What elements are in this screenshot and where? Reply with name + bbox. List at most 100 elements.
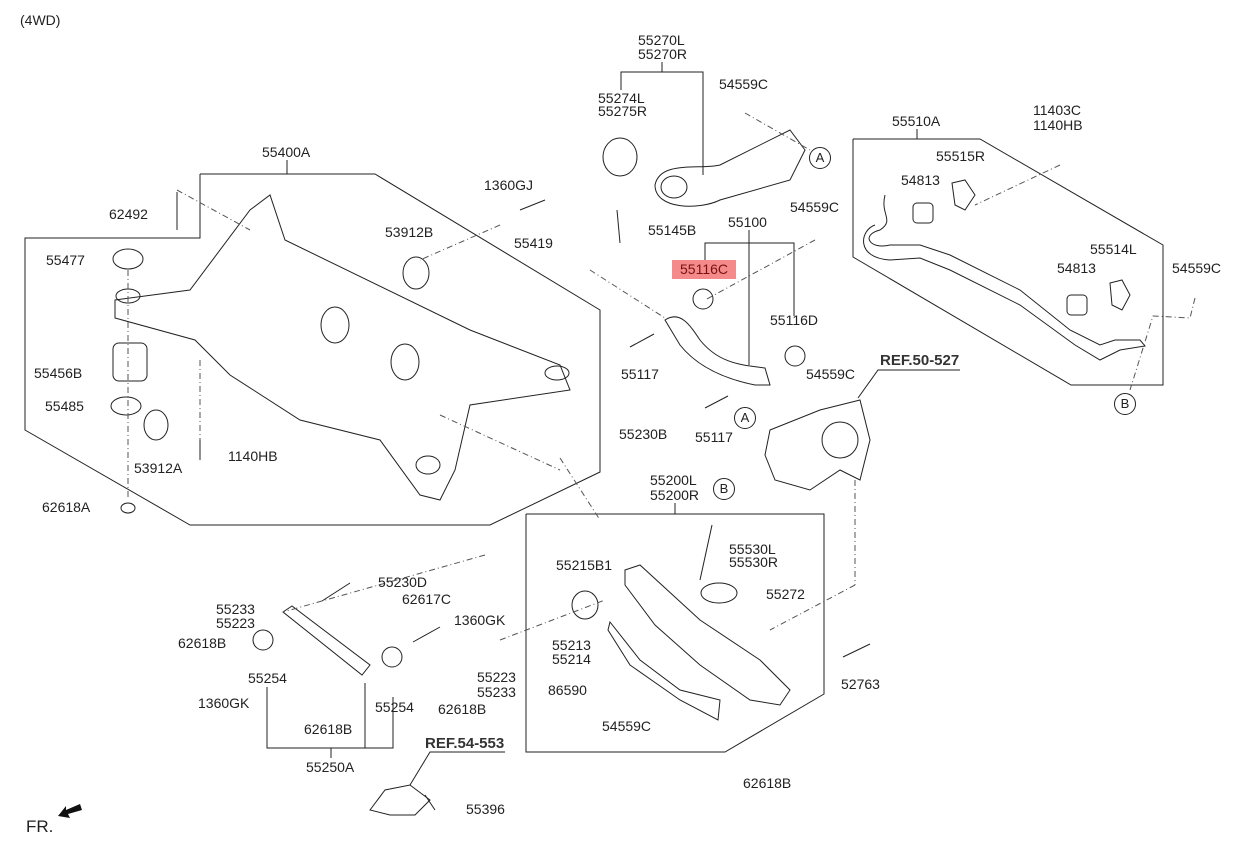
part-label[interactable]: 55230D <box>378 574 428 590</box>
part-label[interactable]: 54813 <box>1057 260 1096 276</box>
group-label-trailing-arm-r[interactable]: 55270R <box>638 46 688 62</box>
part-label[interactable]: 54559C <box>806 366 856 382</box>
connector-marker-a: A <box>734 407 756 429</box>
bushing-55274L <box>603 138 637 176</box>
guide-line <box>770 585 855 630</box>
part-label[interactable]: 55515R <box>936 148 986 164</box>
part-label[interactable]: 55145B <box>648 222 697 238</box>
group-label-lower-arm-l[interactable]: 55200L <box>650 472 697 488</box>
bushing-55254 <box>382 647 402 667</box>
group-label-trailing-arm-l[interactable]: 55270L <box>638 32 685 48</box>
part-label[interactable]: 55274L <box>598 90 645 106</box>
upper-arm-shape <box>665 317 770 385</box>
part-label[interactable]: 55117 <box>621 366 659 382</box>
part-label[interactable]: 55419 <box>514 235 553 251</box>
part-label[interactable]: 54559C <box>1172 260 1222 276</box>
crossmember-hole <box>391 344 419 380</box>
part-label[interactable]: 55116D <box>770 312 819 328</box>
part-label[interactable]: 62618A <box>42 499 91 515</box>
front-direction-label: FR. <box>26 817 54 836</box>
part-label[interactable]: 55230B <box>619 426 668 442</box>
front-direction-arrow-icon <box>58 804 82 818</box>
group-label-upper-arm[interactable]: 55100 <box>728 214 767 230</box>
ref-50-527-pointer <box>858 370 960 398</box>
part-label[interactable]: 55117 <box>695 429 733 445</box>
part-label[interactable]: 55485 <box>45 398 84 414</box>
part-label[interactable]: 62492 <box>109 206 148 222</box>
part-label[interactable]: 1140HB <box>1033 117 1083 133</box>
trailing-arm-eye <box>661 176 687 198</box>
part-label[interactable]: 55213 <box>552 637 591 653</box>
part-label[interactable]: 55215B1 <box>556 557 613 573</box>
connector-marker-b: B <box>1114 393 1136 415</box>
bushing-55116C <box>693 289 713 309</box>
ref-54-553-pointer <box>410 752 505 785</box>
part-label-highlighted[interactable]: 55116C <box>672 260 737 279</box>
shield-55213 <box>608 622 720 720</box>
stabilizer-link-55530 <box>700 525 712 580</box>
part-label[interactable]: 62617C <box>402 591 452 607</box>
part-label[interactable]: 55254 <box>375 699 414 715</box>
ref-label[interactable]: REF.54-553 <box>425 735 505 752</box>
part-label[interactable]: 11403C <box>1033 102 1082 118</box>
clamp-55515R <box>952 180 975 210</box>
group-label-lower-arm-r[interactable]: 55200R <box>650 487 700 503</box>
washer-55485 <box>111 397 141 415</box>
connector-marker-b: B <box>713 478 735 500</box>
part-label[interactable]: 55477 <box>46 252 85 268</box>
bushing-55456B <box>113 343 147 381</box>
part-label[interactable]: 55223 <box>216 615 255 631</box>
part-label[interactable]: 62618B <box>178 635 227 651</box>
part-label[interactable]: 1360GK <box>198 695 250 711</box>
guide-line <box>560 458 600 520</box>
mount-shape <box>370 785 430 815</box>
bushing-54813 <box>1067 295 1087 315</box>
part-label[interactable]: 53912B <box>385 224 434 240</box>
bushing-55215B1 <box>572 591 598 619</box>
part-label[interactable]: 55254 <box>248 670 287 686</box>
bushing-54813 <box>913 203 933 223</box>
part-label[interactable]: 53912A <box>134 460 183 476</box>
spring-seat-55272 <box>701 583 737 603</box>
ref-label[interactable]: REF.50-527 <box>880 352 960 369</box>
part-label[interactable]: 55275R <box>598 103 648 119</box>
group-label-stabilizer[interactable]: 55510A <box>892 113 941 129</box>
part-label[interactable]: 55530L <box>729 541 776 557</box>
part-label[interactable]: 55233 <box>216 601 255 617</box>
group-label-crossmember[interactable]: 55400A <box>262 144 311 160</box>
part-label[interactable]: 86590 <box>548 682 587 698</box>
part-label[interactable]: 54559C <box>790 199 840 215</box>
part-label[interactable]: 55396 <box>466 801 505 817</box>
part-label[interactable]: 55214 <box>552 651 591 667</box>
bushing-55254 <box>253 630 273 650</box>
part-label[interactable]: 52763 <box>841 676 880 692</box>
part-label[interactable]: 55530R <box>729 554 779 570</box>
part-label[interactable]: 1360GJ <box>484 177 534 193</box>
part-label[interactable]: 54813 <box>901 172 940 188</box>
bolt-55419 <box>520 200 545 210</box>
part-label[interactable]: 54559C <box>719 76 769 92</box>
part-label[interactable]: 55223 <box>477 669 516 685</box>
assist-arm-bracket <box>267 687 393 748</box>
cap-55477 <box>113 249 143 269</box>
part-label[interactable]: 1360GK <box>454 612 506 628</box>
crossmember-mount <box>545 366 569 380</box>
bolt-55230D <box>322 583 350 601</box>
part-label[interactable]: 54559C <box>602 718 652 734</box>
part-label[interactable]: 62618B <box>304 721 353 737</box>
part-label[interactable]: 55514L <box>1090 241 1137 257</box>
part-label[interactable]: 55233 <box>477 684 516 700</box>
part-label[interactable]: 62618B <box>743 775 792 791</box>
part-label[interactable]: 1140HB <box>228 448 278 464</box>
guide-line <box>500 600 605 640</box>
knuckle-hub <box>822 422 858 458</box>
part-label[interactable]: 55456B <box>34 365 83 381</box>
group-label-assist-arm[interactable]: 55250A <box>306 759 355 775</box>
lower-arm-shape <box>625 565 790 705</box>
bolt-55396 <box>425 795 435 810</box>
part-label[interactable]: 62618B <box>438 701 487 717</box>
part-label[interactable]: 55272 <box>766 586 805 602</box>
bushing-53912A <box>144 410 168 440</box>
bolt-52763 <box>843 644 870 657</box>
